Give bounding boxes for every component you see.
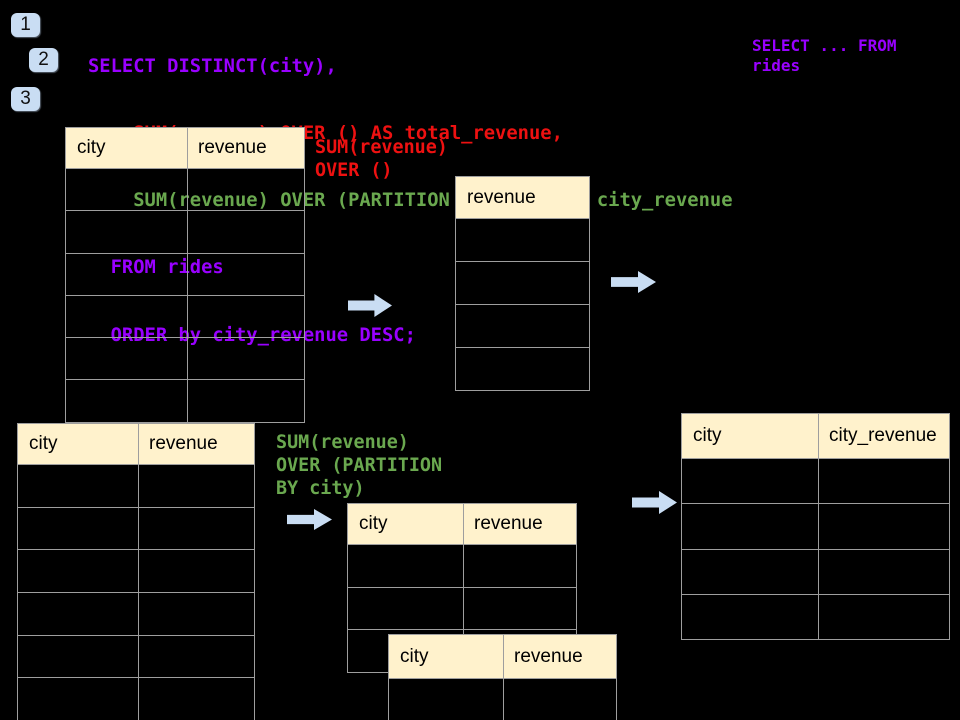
table-row [18,506,254,550]
table-row [18,634,254,678]
table-row [682,548,949,594]
table-row [18,549,254,592]
source-table-top: city revenue [65,127,305,423]
table-header-row: city revenue [389,635,616,678]
table-body [389,678,616,720]
table-header-row: city city_revenue [682,414,949,458]
step-badge-2: 2 [29,48,58,72]
table-row [348,586,576,630]
column-divider [187,128,188,422]
column-header-revenue: revenue [474,513,543,534]
source-table-bottom: city revenue [17,423,255,720]
column-header-revenue: revenue [514,645,583,667]
column-divider [463,504,464,672]
table-body [682,458,949,639]
table-row [389,678,616,720]
table-row [18,592,254,635]
table-row [456,261,589,304]
column-divider [138,424,139,720]
table-header-row: revenue [456,177,589,218]
table-row [18,464,254,507]
table-header-row: city revenue [348,504,576,544]
table-row [66,168,304,210]
column-header-city: city [359,513,388,534]
table-row [348,629,576,672]
table-body [348,544,576,672]
table-row [348,544,576,587]
table-row [66,252,304,295]
table-row [682,458,949,503]
column-header-revenue: revenue [467,186,536,208]
table-header-row: city revenue [66,128,304,168]
table-row [682,503,949,548]
column-divider [818,414,819,640]
total-window-annotation: SUM(revenue) OVER () [315,137,448,181]
table-body [66,168,304,422]
table-row [66,210,304,252]
table-body [18,464,254,720]
side-query-note: SELECT ... FROM rides [752,36,897,75]
table-row [682,593,949,639]
column-header-revenue: revenue [198,137,267,158]
partition-table: city revenue [347,503,577,673]
step-badge-1: 1 [11,13,40,37]
table-body [456,218,589,390]
table-row [456,218,589,261]
partition-window-annotation: SUM(revenue) OVER (PARTITION BY city) [276,432,443,499]
sql-line-select: SELECT DISTINCT(city), [88,55,337,77]
table-row [456,347,589,390]
column-header-revenue: revenue [149,433,218,454]
column-divider [503,635,504,720]
result-table: city city_revenue [681,413,950,641]
sql-line-order: ORDER by city_revenue DESC; [88,324,416,346]
flow-arrow-partition [287,509,332,530]
total-revenue-table: revenue [455,176,590,391]
table-row [66,379,304,421]
flow-arrow-result [632,491,677,514]
column-header-city: city [693,425,722,446]
table-row [66,294,304,337]
column-header-city: city [400,645,429,667]
sql-line-from: FROM rides [88,257,224,279]
table-row [66,337,304,379]
step-badge-3: 3 [11,87,40,111]
column-header-city: city [29,433,58,454]
partition-table-overlay: city revenue [388,634,617,720]
column-header-city: city [77,137,106,158]
table-header-row: city revenue [18,424,254,464]
table-row [18,677,254,720]
column-header-city-revenue: city_revenue [829,425,937,446]
table-row [456,304,589,347]
